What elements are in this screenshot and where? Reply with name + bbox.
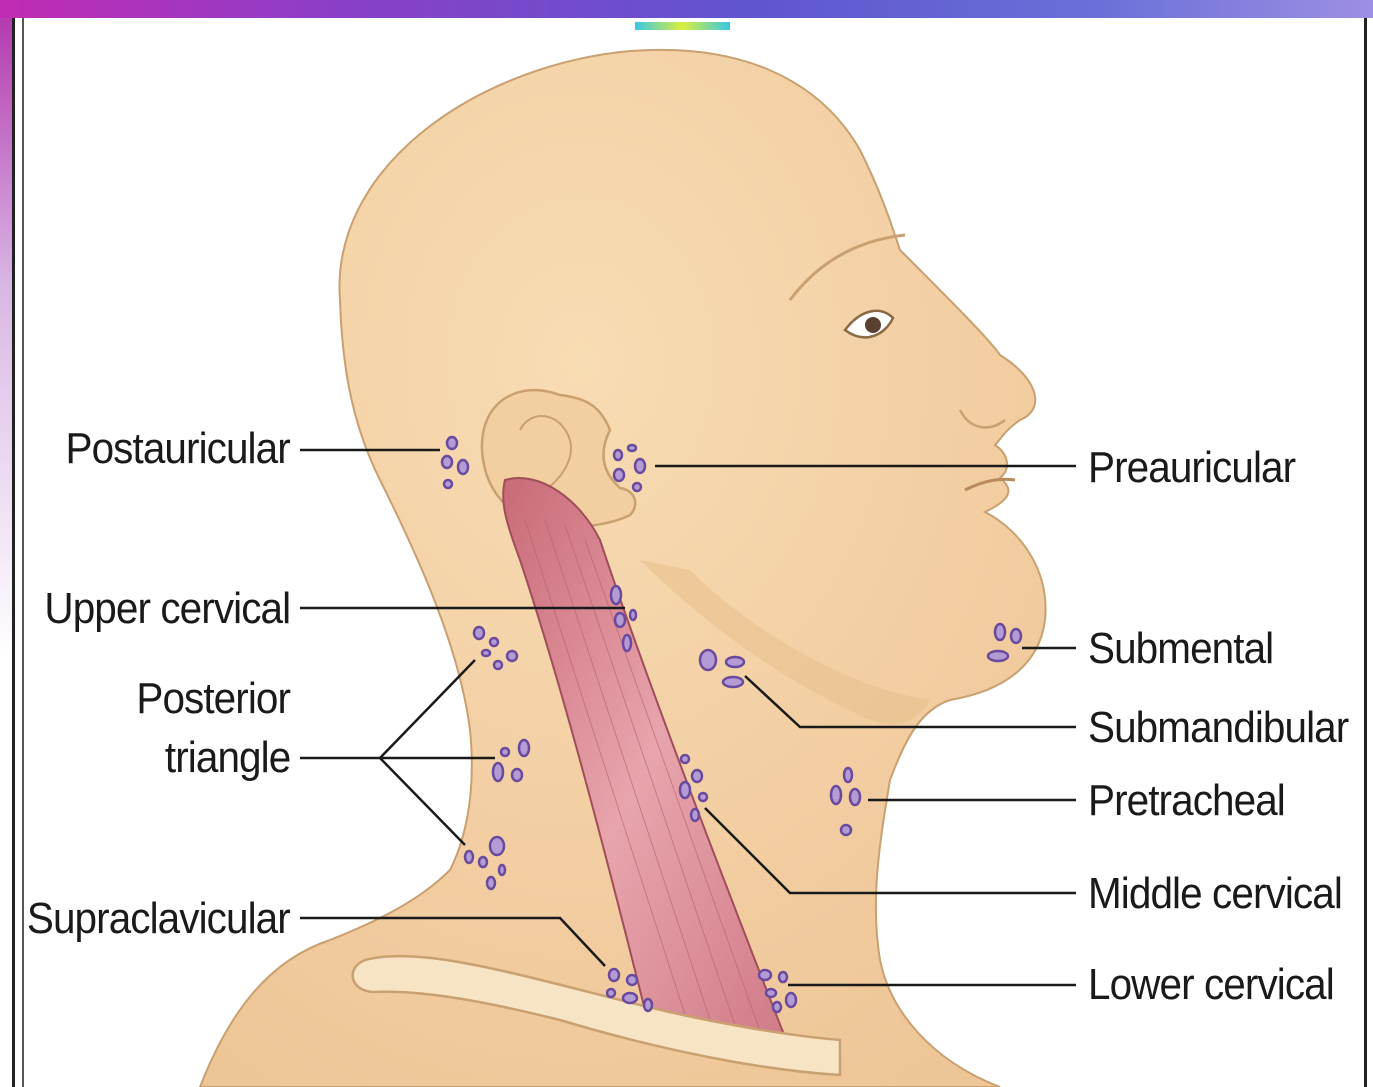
label-middle-cervical: Middle cervical [1088, 872, 1342, 916]
label-posterior-triangle-line1: Posterior [136, 677, 290, 721]
label-postauricular: Postauricular [66, 427, 290, 471]
head-silhouette [200, 50, 1046, 1087]
label-lower-cervical: Lower cervical [1088, 963, 1334, 1007]
label-preauricular: Preauricular [1088, 446, 1295, 490]
label-supraclavicular: Supraclavicular [27, 897, 290, 941]
label-posterior-triangle-line2: triangle [165, 736, 290, 780]
label-submandibular: Submandibular [1088, 706, 1348, 750]
label-upper-cervical: Upper cervical [44, 587, 290, 631]
label-pretracheal: Pretracheal [1088, 779, 1285, 823]
label-submental: Submental [1088, 627, 1273, 671]
